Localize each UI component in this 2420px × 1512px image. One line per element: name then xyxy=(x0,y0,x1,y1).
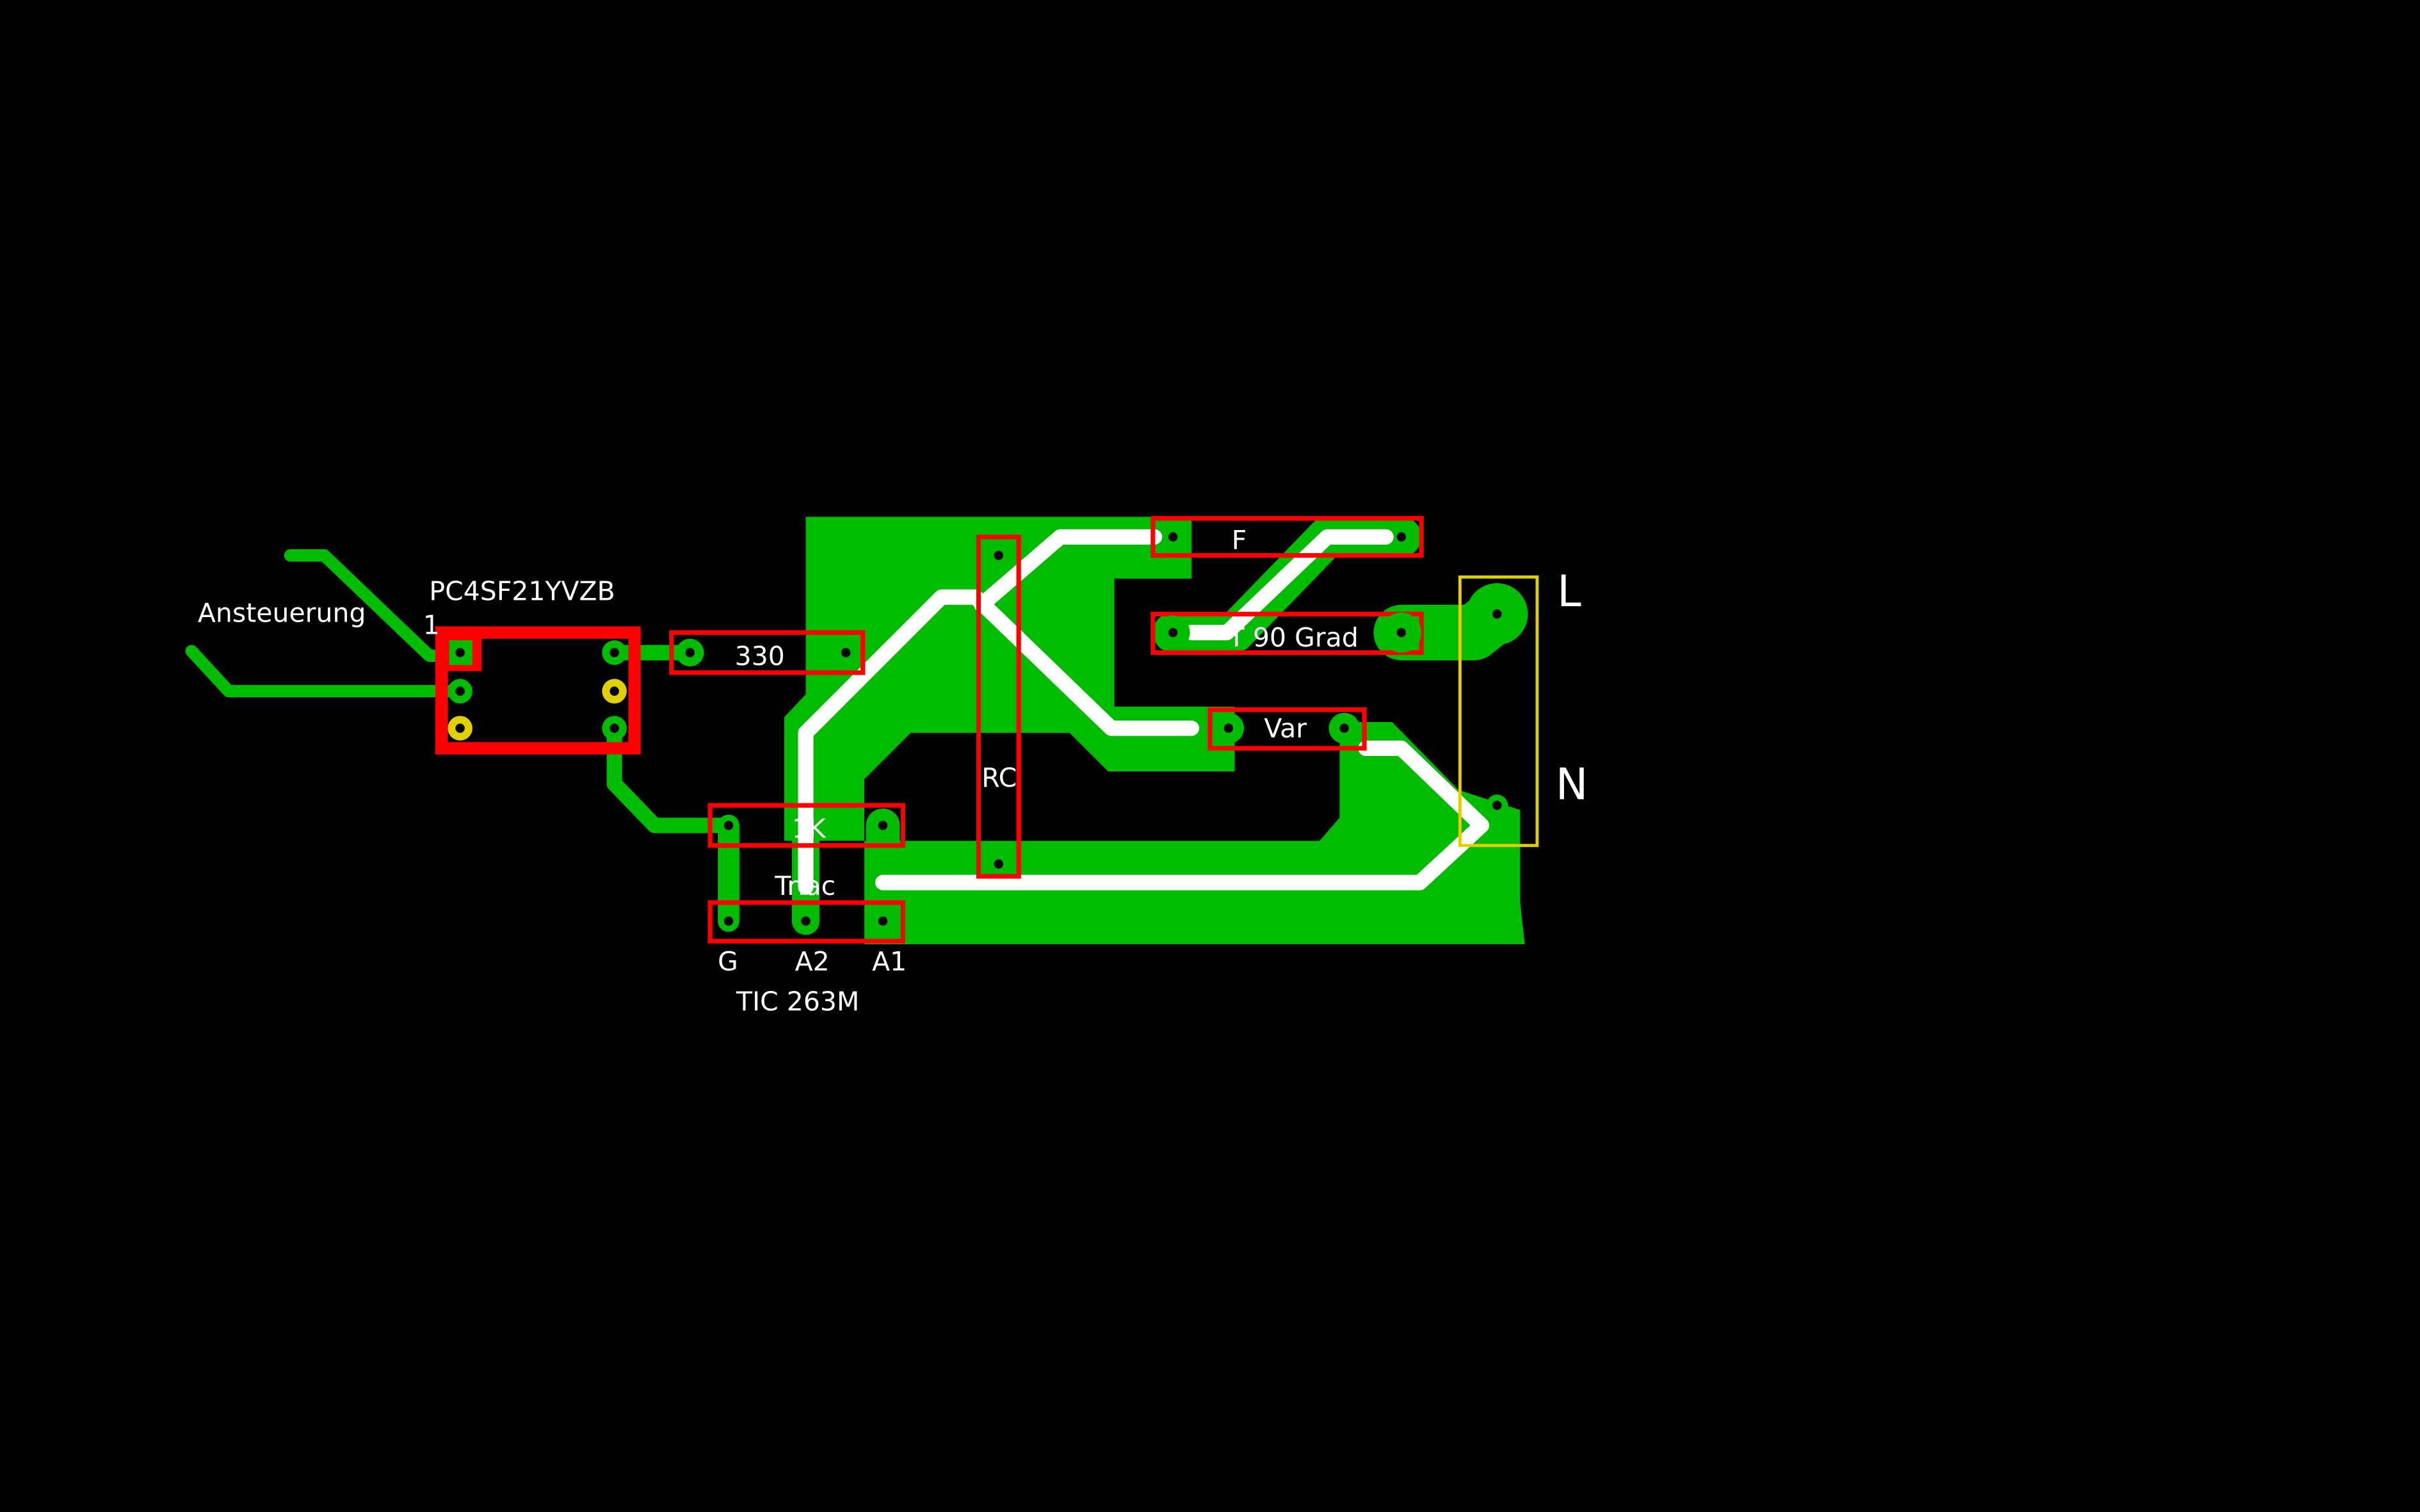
drill-hole xyxy=(455,648,465,657)
drill-hole xyxy=(994,859,1004,869)
label-control: Ansteuerung xyxy=(198,597,366,628)
resistor-1k-outline xyxy=(707,803,905,848)
drill-hole xyxy=(1492,800,1502,810)
top-trace-rc-fuse xyxy=(974,529,1163,613)
drill-hole xyxy=(685,648,695,657)
triac-outline xyxy=(707,900,905,944)
label-rc: RC xyxy=(981,762,1017,793)
drill-hole xyxy=(994,551,1004,560)
label-pin-g: G xyxy=(718,946,738,977)
label-pin-a2: A2 xyxy=(795,946,830,977)
drill-hole xyxy=(455,723,465,733)
top-trace-a2 xyxy=(798,589,1200,895)
label-triac: Triac xyxy=(774,871,835,901)
drill-hole xyxy=(609,723,619,733)
drill-hole xyxy=(723,821,734,830)
drill-hole xyxy=(1168,627,1178,638)
label-resistor-1k: 1K xyxy=(792,814,827,844)
drill-hole xyxy=(609,686,619,696)
trace-opto-1k xyxy=(606,720,737,833)
drill-hole xyxy=(801,916,811,926)
drill-hole xyxy=(723,916,734,926)
top-traces xyxy=(798,529,1490,895)
label-line: L xyxy=(1557,566,1581,616)
top-trace-fuse-thermal xyxy=(1184,529,1394,641)
drill-hole xyxy=(609,648,619,657)
thermal-fuse-outline xyxy=(1150,611,1424,655)
optocoupler-outline xyxy=(435,626,641,755)
drill-hole xyxy=(1339,723,1349,733)
drill-hole xyxy=(841,648,851,657)
mains-connector-outline xyxy=(1458,575,1539,848)
drill-hole xyxy=(455,686,465,696)
label-fuse: F xyxy=(1232,525,1247,556)
label-optocoupler: PC4SF21YVZB xyxy=(429,576,615,607)
rc-outline xyxy=(976,535,1021,879)
label-pin-a1: A1 xyxy=(872,946,907,977)
trace-control-lower xyxy=(185,645,467,698)
label-var: Var xyxy=(1264,713,1307,744)
drill-hole xyxy=(1396,532,1407,542)
copper-pour-upper xyxy=(784,517,1235,841)
drill-hole xyxy=(878,821,888,830)
label-thermal-fuse: T 90 Grad xyxy=(1228,622,1359,653)
top-trace-a1-var xyxy=(875,740,1490,890)
drill-hole xyxy=(1223,723,1234,733)
var-outline xyxy=(1207,707,1367,751)
label-resistor-330: 330 xyxy=(735,641,785,672)
drill-hole xyxy=(878,916,888,926)
drill-holes xyxy=(455,532,1502,926)
labels: Ansteuerung PC4SF21YVZB 1 330 1K Triac G… xyxy=(198,525,1588,1017)
fuse-outline xyxy=(1150,516,1424,558)
drill-hole xyxy=(1492,609,1502,619)
drill-hole xyxy=(1396,627,1407,638)
label-triac-part: TIC 263M xyxy=(736,986,859,1017)
trace-neutral xyxy=(1486,794,1516,875)
label-pin1: 1 xyxy=(423,610,440,641)
drill-hole xyxy=(1168,532,1178,542)
label-neutral: N xyxy=(1556,759,1588,809)
resistor-330-outline xyxy=(669,630,866,675)
